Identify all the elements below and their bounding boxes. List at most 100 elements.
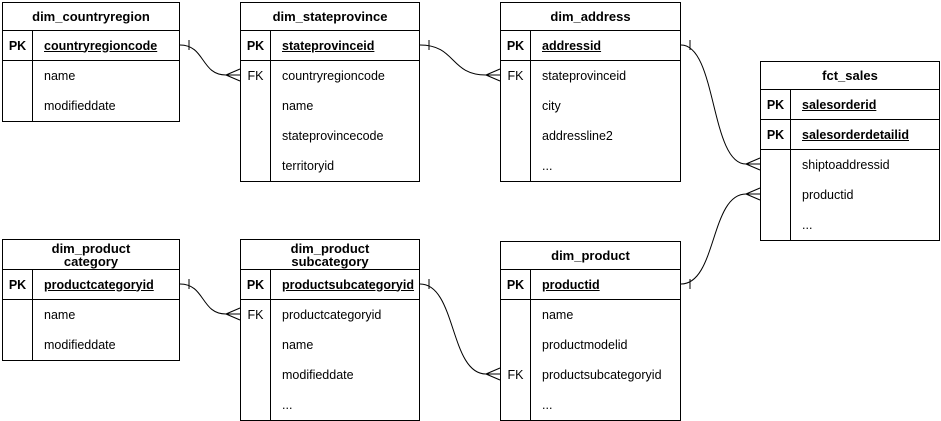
field-name: countryregioncode [44,38,158,53]
field-name: productmodelid [542,338,628,352]
field-name: ... [542,159,553,173]
field-name: salesorderid [802,97,877,112]
key-cell: PK [241,31,271,60]
key-cell [241,360,271,390]
key-cell [501,151,531,181]
field-row: addressline2 [501,121,680,151]
entity-title: dim_address [501,3,680,31]
field-row: stateprovincecode [241,121,419,151]
key-cell [3,61,33,91]
pk-row: PK addressid [501,31,680,61]
field-name: addressid [542,38,602,53]
field-row: name [241,330,419,360]
key-cell [241,151,271,181]
entity-title-line: dim_countryregion [32,9,150,24]
key-cell [501,300,531,330]
key-cell [241,121,271,151]
crows-foot-prong [745,163,761,171]
field-name: countryregioncode [282,69,385,83]
key-cell [3,330,33,360]
key-cell [761,210,791,240]
entity-title: fct_sales [761,62,939,90]
field-name: productid [802,188,854,202]
entity-title-line: dim_product [290,240,370,256]
field-row: shiptoaddressid [761,150,939,180]
key-cell: PK [3,31,33,60]
key-cell [501,121,531,151]
crows-foot-prong [485,373,501,381]
relationship-line[interactable] [419,44,487,76]
relationship-productcategory-to-productsubcategory[interactable] [179,279,241,321]
field-name: name [282,99,314,113]
field-name: name [44,69,76,83]
field-row: modifieddate [3,91,179,121]
entity-title-line: dim_product [51,240,131,256]
crows-foot-prong [485,367,501,375]
key-cell: PK [761,120,791,149]
key-cell [501,390,531,420]
field-name: name [44,308,76,322]
relationship-line[interactable] [179,44,227,76]
field-row: modifieddate [3,330,179,360]
field-name: territoryid [282,159,335,173]
relationship-line[interactable] [419,283,487,375]
field-row: city [501,91,680,121]
crows-foot-prong [485,68,501,76]
entity-title: dim_stateprovince [241,3,419,31]
entity-title-line: fct_sales [822,68,878,83]
key-cell [241,330,271,360]
crows-foot-prong [225,68,241,76]
key-cell: PK [761,90,791,119]
key-cell [501,330,531,360]
pk-row: PK countryregioncode [3,31,179,61]
field-row: territoryid [241,151,419,181]
entity-title: dim_countryregion [3,3,179,31]
field-name: modifieddate [44,99,116,113]
entity-title-line: dim_product [551,248,630,263]
key-cell: PK [241,270,271,299]
relationship-stateprovince-to-address[interactable] [419,40,501,82]
field-name: modifieddate [44,338,116,352]
field-name: productsubcategoryid [282,277,414,292]
crows-foot-prong [745,187,761,195]
relationship-productsubcategory-to-product[interactable] [419,279,501,381]
entity-title-line: subcategory [291,253,369,269]
relationship-product-to-sales[interactable] [680,187,761,289]
pk-row: PK productsubcategoryid [241,270,419,300]
crows-foot-prong [485,74,501,82]
field-row: productid [761,180,939,210]
relationship-address-to-sales[interactable] [680,40,761,171]
key-cell [501,91,531,121]
entity-title-line: category [63,253,119,269]
field-name: ... [282,398,293,412]
field-name: name [542,308,574,322]
relationship-line[interactable] [680,44,747,165]
field-row: ... [761,210,939,240]
key-cell [241,390,271,420]
entity-title: dim_product [501,242,680,270]
crows-foot-prong [225,307,241,315]
field-row: ... [241,390,419,420]
key-cell [761,150,791,180]
relationship-line[interactable] [680,193,747,285]
relationship-countryregion-to-stateprovince[interactable] [179,40,241,82]
crows-foot-prong [745,193,761,201]
entity-title-line: dim_stateprovince [272,9,388,24]
key-cell: PK [501,31,531,60]
relationship-line[interactable] [179,283,227,315]
field-name: city [542,99,561,113]
field-name: productsubcategoryid [542,368,662,382]
